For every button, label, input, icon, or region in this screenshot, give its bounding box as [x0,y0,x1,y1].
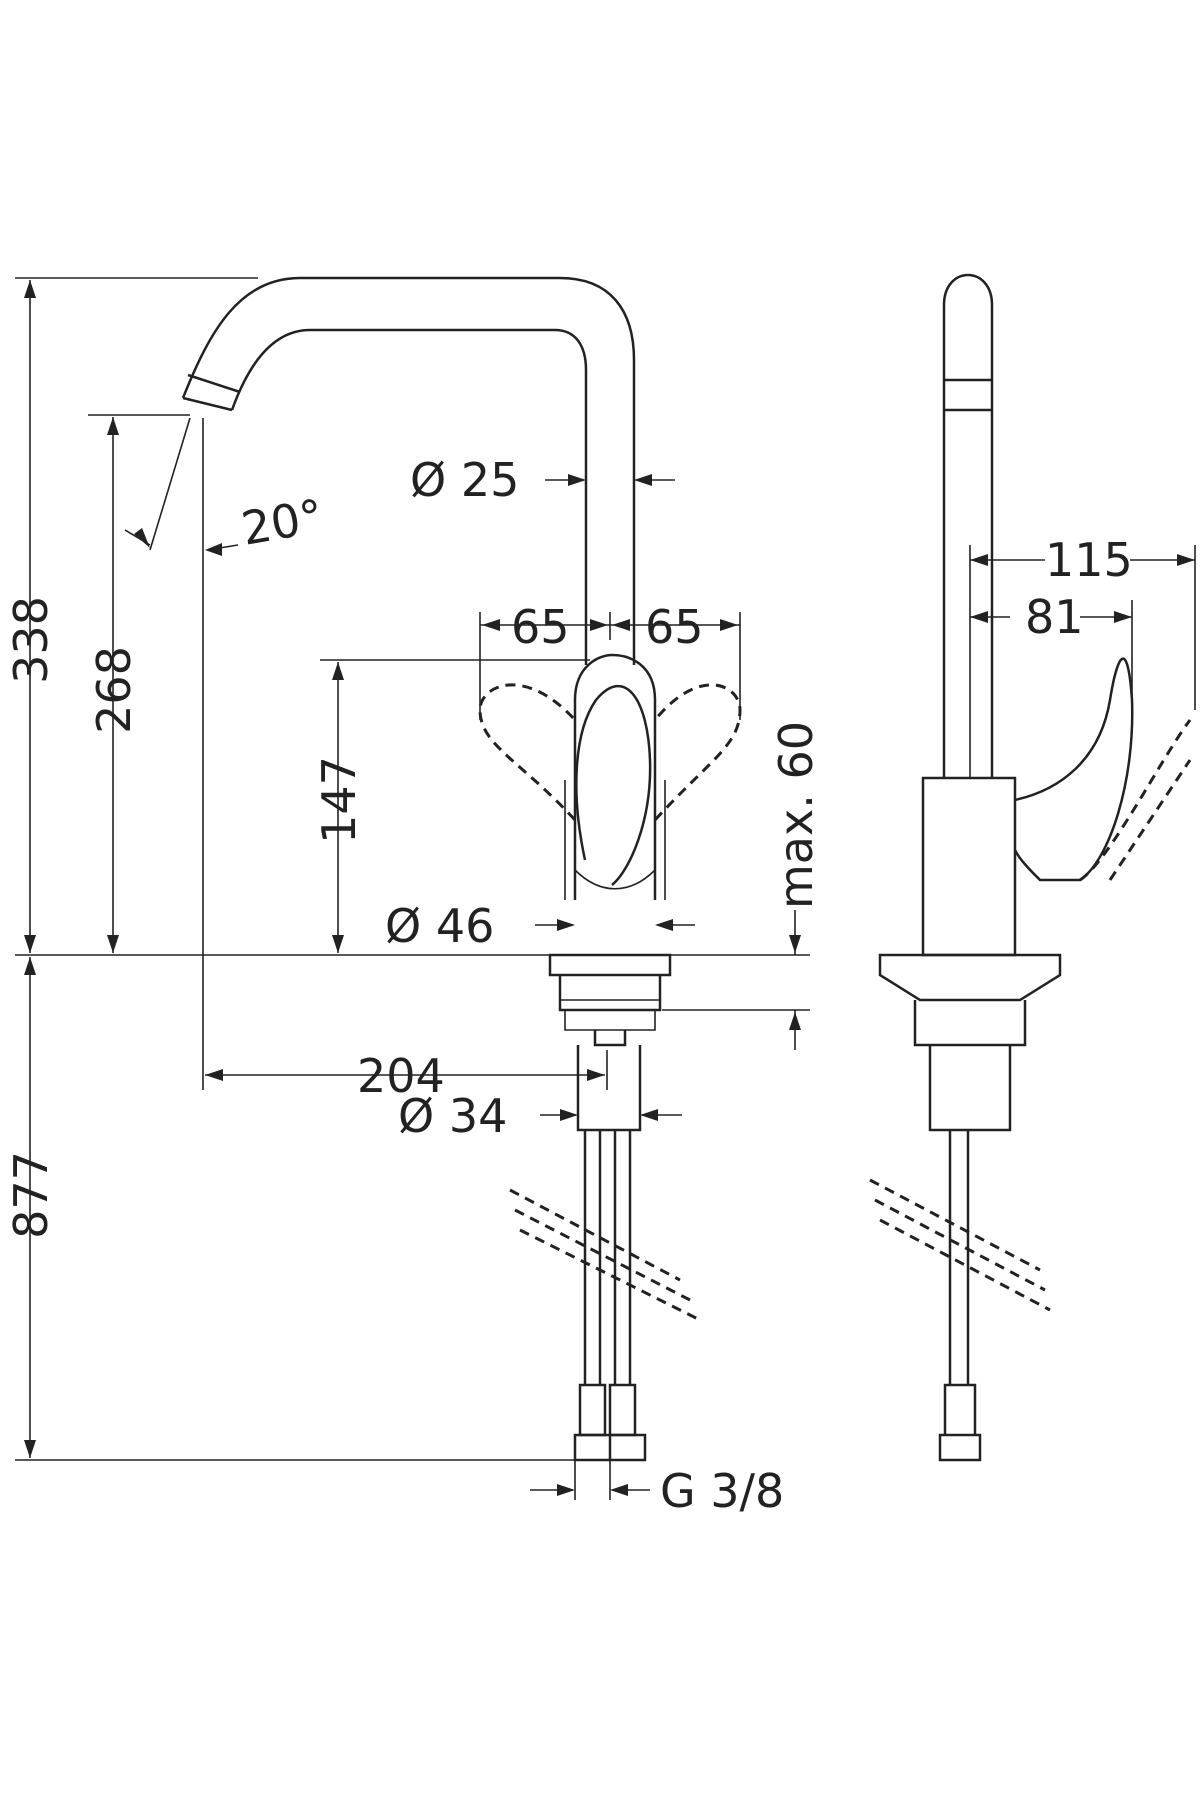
label-max-thickness: max. 60 [769,721,823,909]
side-body [921,776,1017,957]
side-hose-fitting [938,1383,982,1462]
side-shank [928,1045,1012,1132]
break-mark-2 [514,1208,691,1302]
dimension-labels: 338 877 268 147 20° Ø 25 65 65 Ø 46 max.… [4,453,1133,1518]
label-handle-right: 65 [645,600,704,654]
side-break-mark-2 [874,1198,1046,1292]
label-spout-height: 268 [87,646,141,734]
label-handle-height: 147 [312,756,366,844]
handle-lever [575,685,652,886]
side-lever [1013,657,1134,882]
handle-shadow [564,780,666,900]
label-spout-diameter: Ø 25 [410,453,519,507]
fixing-nut [593,1030,627,1047]
side-lever-swing [1079,719,1192,882]
label-spout-reach: 204 [357,1049,445,1103]
base-thread [560,999,660,1031]
max-thickness-dim [662,910,810,1050]
label-total-height: 338 [4,596,58,684]
base-plate [548,953,672,977]
base-ring [558,975,662,1012]
dimension-lines [15,277,1196,1500]
label-body-diameter: Ø 46 [385,899,494,953]
hose-nuts [573,1433,647,1462]
handle-swing-left [478,683,577,822]
spout-reach-dim [205,1050,608,1090]
label-shank-diameter: Ø 34 [398,1089,507,1143]
side-base-plate [878,953,1062,1002]
side-spout [942,273,994,778]
label-spout-angle: 20° [238,488,328,555]
shank [576,1045,642,1132]
break-mark-1 [509,1188,681,1282]
label-side-depth: 115 [1045,533,1133,587]
hose-left [583,1130,602,1385]
side-view [869,273,1192,1462]
handle-body [573,653,657,900]
angle-leader [124,417,191,551]
side-hose [948,1130,970,1385]
connection-dim [530,1460,650,1500]
side-aerator [944,378,992,412]
label-hose-length: 877 [4,1151,58,1239]
break-mark-3 [519,1228,701,1322]
spout-outer [181,276,636,665]
side-break-mark-1 [869,1178,1041,1272]
label-connection: G 3/8 [660,1464,784,1518]
side-depth-dim [969,545,1196,778]
label-handle-left: 65 [511,600,570,654]
side-base-ring [913,1000,1027,1047]
label-side-handle: 81 [1025,590,1084,644]
hose-right [613,1130,632,1385]
side-break-mark-3 [879,1218,1051,1312]
handle-swing-dim [479,612,741,720]
spout-inner [230,328,588,665]
aerator [182,373,241,412]
handle-swing-right [653,683,742,822]
hose-fittings [578,1383,637,1437]
